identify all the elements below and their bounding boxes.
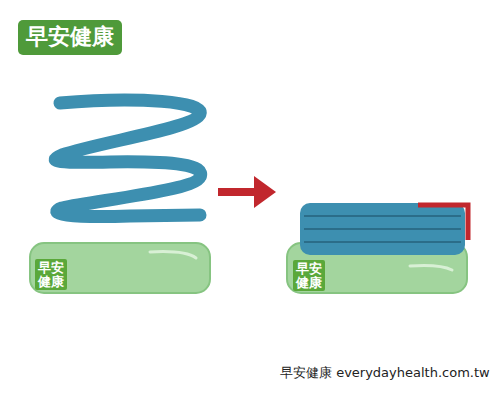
logo-stamp: 早安 健康 [293, 260, 325, 291]
source-credit: 早安健康 everydayhealth.com.tw [280, 364, 490, 382]
pillow-highlight [410, 266, 452, 271]
compressed-spring [300, 203, 465, 255]
logo-badge: 早安健康 [18, 20, 122, 55]
pillow-highlight [150, 252, 196, 258]
logo-stamp: 早安 健康 [35, 259, 67, 290]
arrow-head [254, 176, 276, 208]
pillow-box: 早安 健康 [287, 243, 467, 293]
arrow-shaft [218, 188, 258, 196]
spring [55, 100, 200, 217]
logo-text: 早安健康 [26, 24, 114, 50]
pillow [30, 243, 210, 293]
bracket [418, 205, 468, 240]
pillow-box: 早安 健康 [30, 243, 210, 293]
spring-coil-lines [304, 216, 461, 242]
